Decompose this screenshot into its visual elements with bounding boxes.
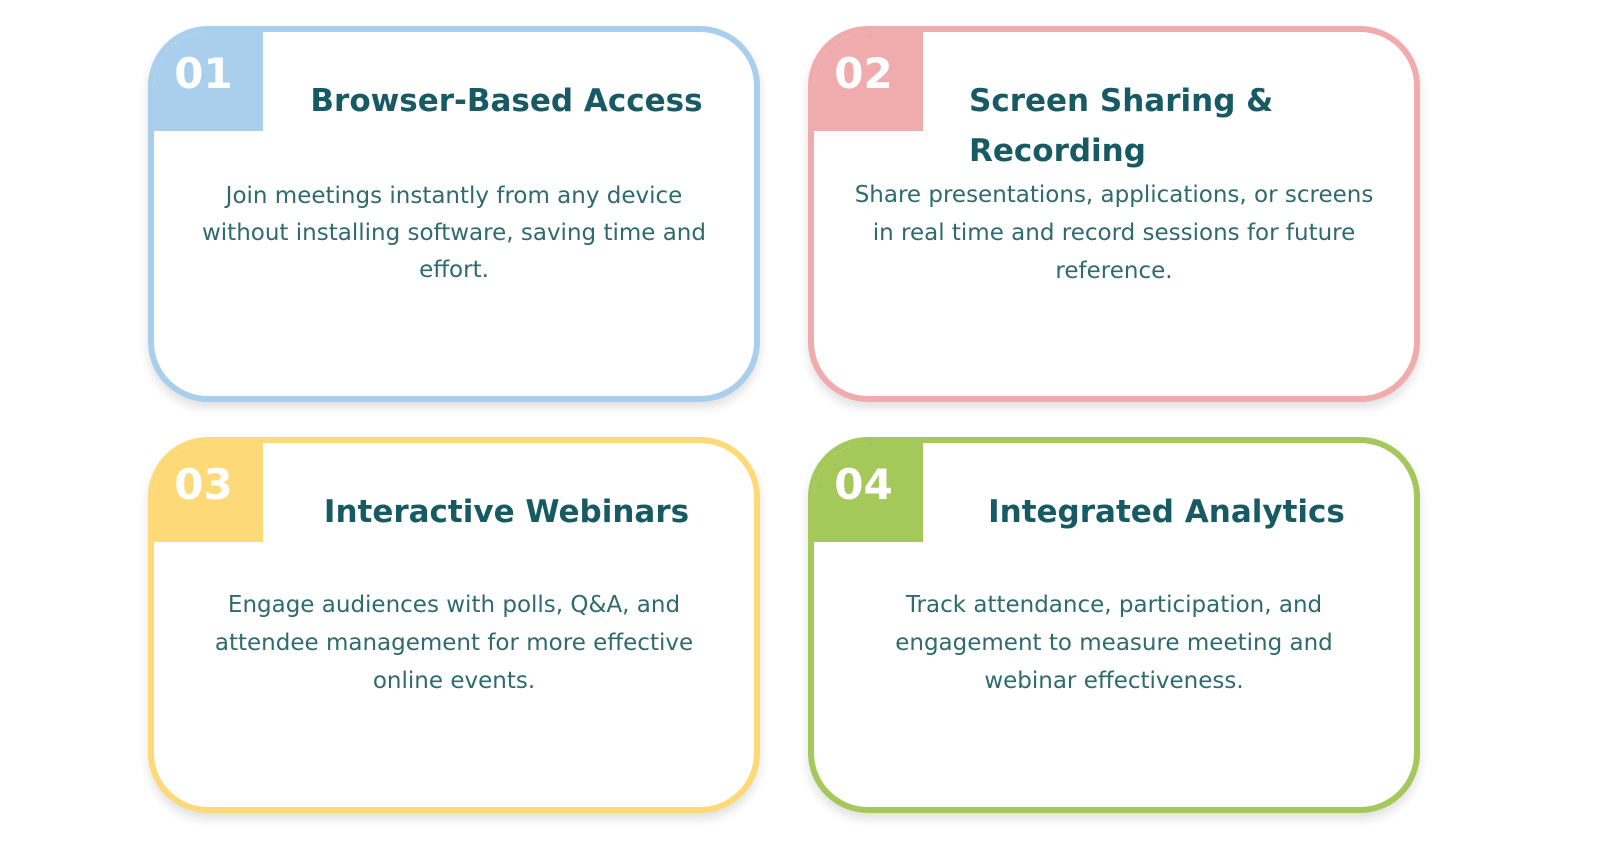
feature-card-browser-access: 01 Browser-Based Access Join meetings in… [148,26,760,402]
card-title: Integrated Analytics [988,494,1345,530]
card-number-badge: 01 [154,32,263,131]
card-description: Track attendance, participation, and eng… [895,592,1333,694]
card-title: Interactive Webinars [323,494,690,530]
card-description: Engage audiences with polls, Q&A, and at… [214,592,694,694]
card-description: Join meetings instantly from any device … [201,183,706,283]
card-title: Browser-Based Access [310,83,703,119]
card-number-badge: 04 [814,443,923,542]
card-title: Screen Sharing & Recording [969,83,1274,169]
card-description: Share presentations, applications, or sc… [854,182,1374,284]
card-number-badge: 02 [814,32,923,131]
card-number-badge: 03 [154,443,263,542]
feature-card-webinars: 03 Interactive Webinars Engage audiences… [148,437,760,813]
feature-card-analytics: 04 Integrated Analytics Track attendance… [808,437,1420,813]
feature-card-screen-sharing: 02 Screen Sharing & Recording Share pres… [808,26,1420,402]
